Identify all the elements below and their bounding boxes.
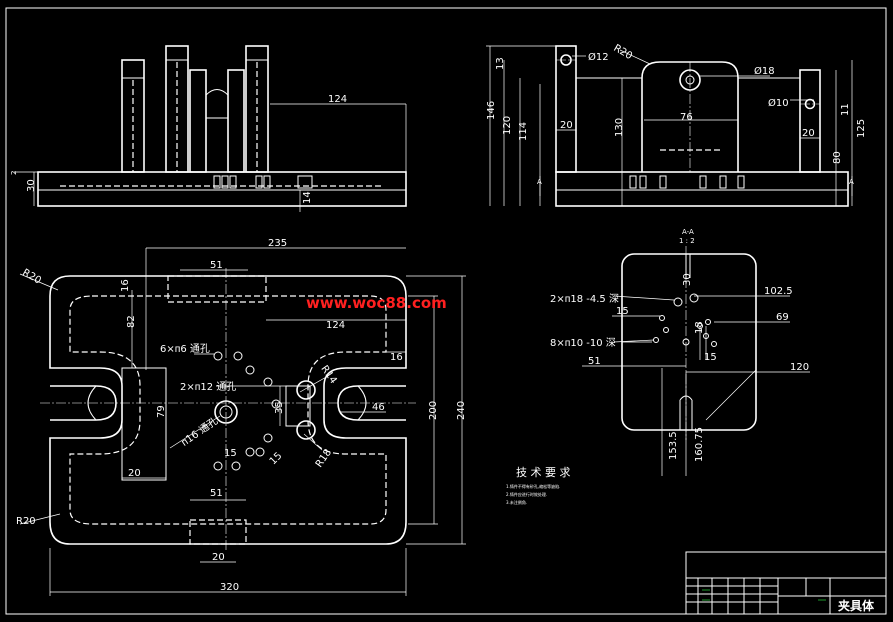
plan-dim-20-bottom: 20 xyxy=(212,552,225,563)
plan-dim-79: 79 xyxy=(156,405,167,418)
section-dim-160-75: 160.75 xyxy=(694,427,705,462)
title-block-part-name: 夹具体 xyxy=(838,598,875,613)
plan-note-6x6: 6×ᴨ6 通孔 xyxy=(160,343,210,355)
side-dim-80: 80 xyxy=(832,151,843,164)
front-dim-2: 2 xyxy=(10,171,18,175)
plan-dim-15-b: 15 xyxy=(268,450,285,467)
side-section-mark-left: A xyxy=(537,178,542,186)
plan-radius-18: R18 xyxy=(314,447,334,469)
tech-req-heading: 技 术 要 求 xyxy=(516,466,571,479)
plan-dim-35: 35 xyxy=(274,401,285,414)
side-dim-11: 11 xyxy=(840,103,851,116)
section-note-8x10: 8×ᴨ10 -10 深 xyxy=(550,337,616,349)
plan-dim-51-bottom: 51 xyxy=(210,488,223,499)
side-dim-76: 76 xyxy=(680,112,693,123)
section-dim-102-5: 102.5 xyxy=(764,286,793,297)
section-scale: 1 : 2 xyxy=(679,237,695,245)
side-view xyxy=(486,45,853,207)
side-dim-20-right: 20 xyxy=(802,128,815,139)
section-view xyxy=(582,246,810,476)
plan-dim-200: 200 xyxy=(428,401,439,420)
side-dia-18: Ø18 xyxy=(754,65,775,77)
side-dia-12: Ø12 xyxy=(588,51,609,63)
section-note-2x18: 2×ᴨ18 -4.5 深 xyxy=(550,293,619,305)
side-dim-120: 120 xyxy=(502,116,513,135)
side-dim-146: 146 xyxy=(486,101,497,120)
front-dim-30: 30 xyxy=(26,179,37,192)
tech-req-line3: 3.未注倒角. xyxy=(506,499,527,505)
side-radius-20: R20 xyxy=(611,43,634,62)
section-dim-51: 51 xyxy=(588,356,601,367)
side-section-mark-right: A xyxy=(849,178,854,186)
plan-dim-46: 46 xyxy=(372,402,385,413)
plan-radius-bl: R20 xyxy=(16,516,36,527)
plan-dim-320: 320 xyxy=(220,582,239,593)
plan-dim-16-left: 16 xyxy=(120,279,131,292)
side-dim-114: 114 xyxy=(518,122,529,141)
watermark-text: www.woc88.com xyxy=(306,294,447,312)
front-dim-14: 14 xyxy=(302,191,313,204)
section-dim-30: 30 xyxy=(682,273,693,286)
plan-dim-51-top: 51 xyxy=(210,260,223,271)
section-dim-120: 120 xyxy=(790,362,809,373)
side-dim-13: 13 xyxy=(495,57,506,70)
side-dim-20-left: 20 xyxy=(560,120,573,131)
plan-note-2x12: 2×ᴨ12 通孔 xyxy=(180,381,236,393)
plan-view xyxy=(19,247,466,596)
front-view xyxy=(14,45,407,212)
section-dim-15-a: 15 xyxy=(616,306,629,317)
plan-dim-235: 235 xyxy=(268,238,287,249)
tech-req-line1: 1.铸件不得有砂孔,缩松等缺陷. xyxy=(506,483,560,489)
drawing-frame xyxy=(5,7,887,615)
front-dim-124: 124 xyxy=(328,94,347,105)
plan-dim-240: 240 xyxy=(456,401,467,420)
side-dim-130: 130 xyxy=(614,118,625,137)
plan-radius-14: R14 xyxy=(318,364,338,386)
section-dim-153-5: 153.5 xyxy=(668,431,679,460)
side-dia-10: Ø10 xyxy=(768,97,789,109)
plan-dim-15-a: 15 xyxy=(224,448,237,459)
tech-req-line2: 2.铸件应进行时效处理. xyxy=(506,491,547,497)
plan-radius-tl: R20 xyxy=(20,267,43,286)
section-title: A-A xyxy=(682,228,694,236)
plan-dim-16-right: 16 xyxy=(390,352,403,363)
title-block xyxy=(685,551,887,615)
plan-note-16: ᴨ16 通孔 xyxy=(179,415,220,449)
plan-dim-82: 82 xyxy=(126,315,137,328)
side-dim-125: 125 xyxy=(856,119,867,138)
section-dim-69: 69 xyxy=(776,312,789,323)
plan-dim-20-mid: 20 xyxy=(128,468,141,479)
section-dim-15-b: 15 xyxy=(704,352,717,363)
plan-dim-124: 124 xyxy=(326,320,345,331)
section-dim-18: 18 xyxy=(694,321,705,334)
